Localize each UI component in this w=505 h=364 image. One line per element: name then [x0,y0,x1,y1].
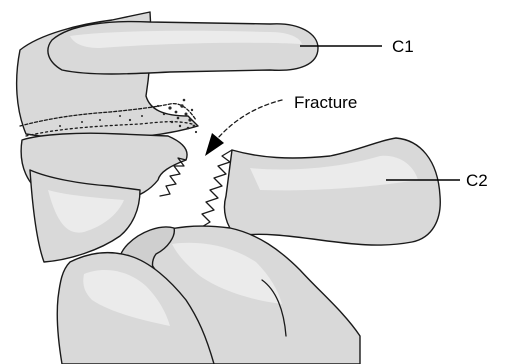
label-c2: C2 [466,171,488,190]
c1-posterior-arch [48,22,318,74]
fracture-arrow [205,100,282,156]
label-c1: C1 [392,37,414,56]
arrowhead-icon [205,133,224,156]
c2-spinous-process [224,138,440,245]
label-fracture: Fracture [294,93,357,112]
